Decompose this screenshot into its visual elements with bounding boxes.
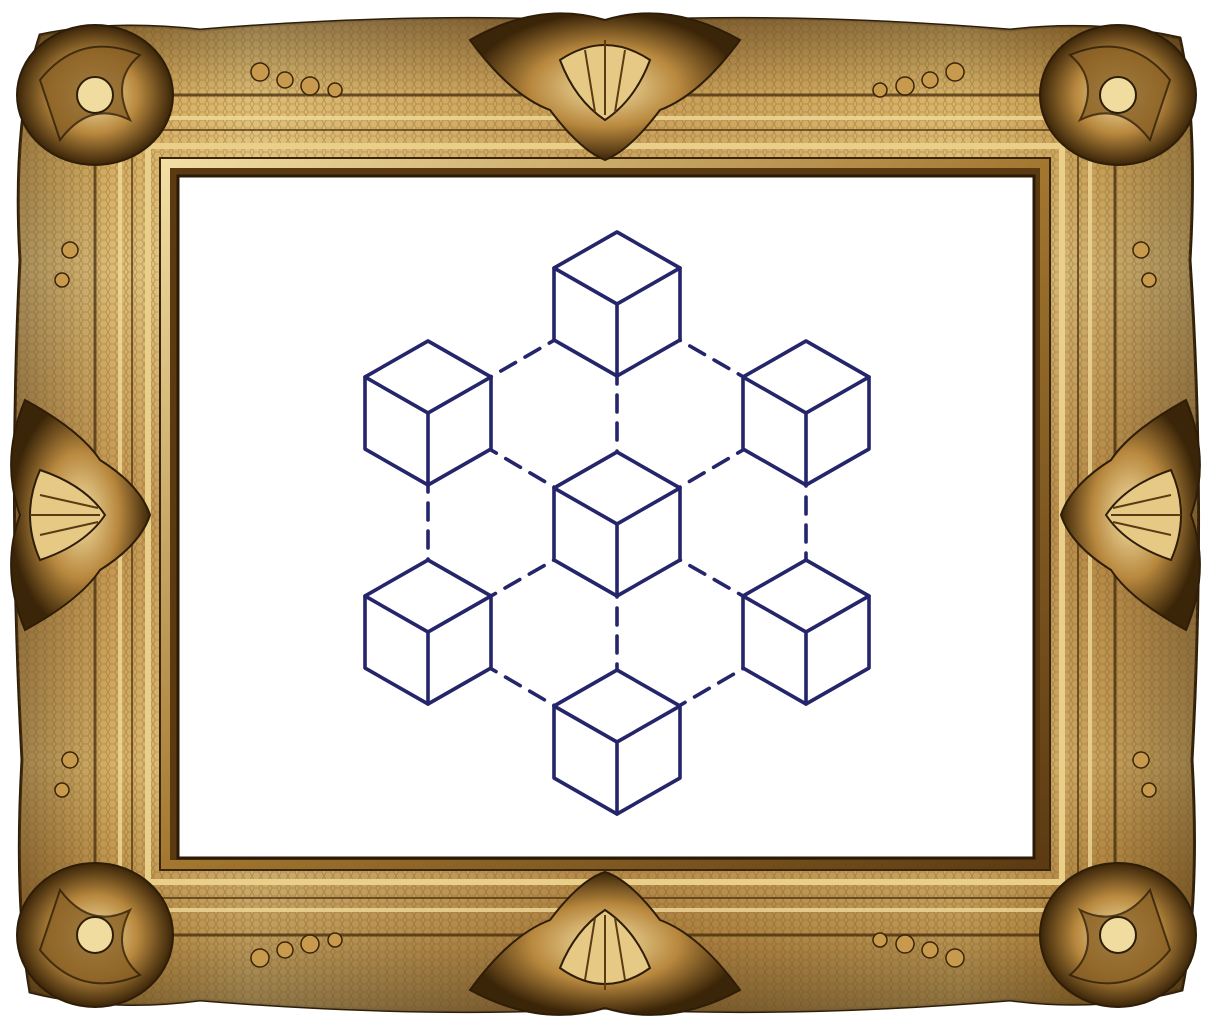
corner-ornament-top-left <box>17 25 173 165</box>
corner-ornament-bottom-left <box>17 863 173 1007</box>
corner-ornament-bottom-right <box>1040 863 1196 1007</box>
corner-ornament-top-right <box>1040 25 1196 165</box>
